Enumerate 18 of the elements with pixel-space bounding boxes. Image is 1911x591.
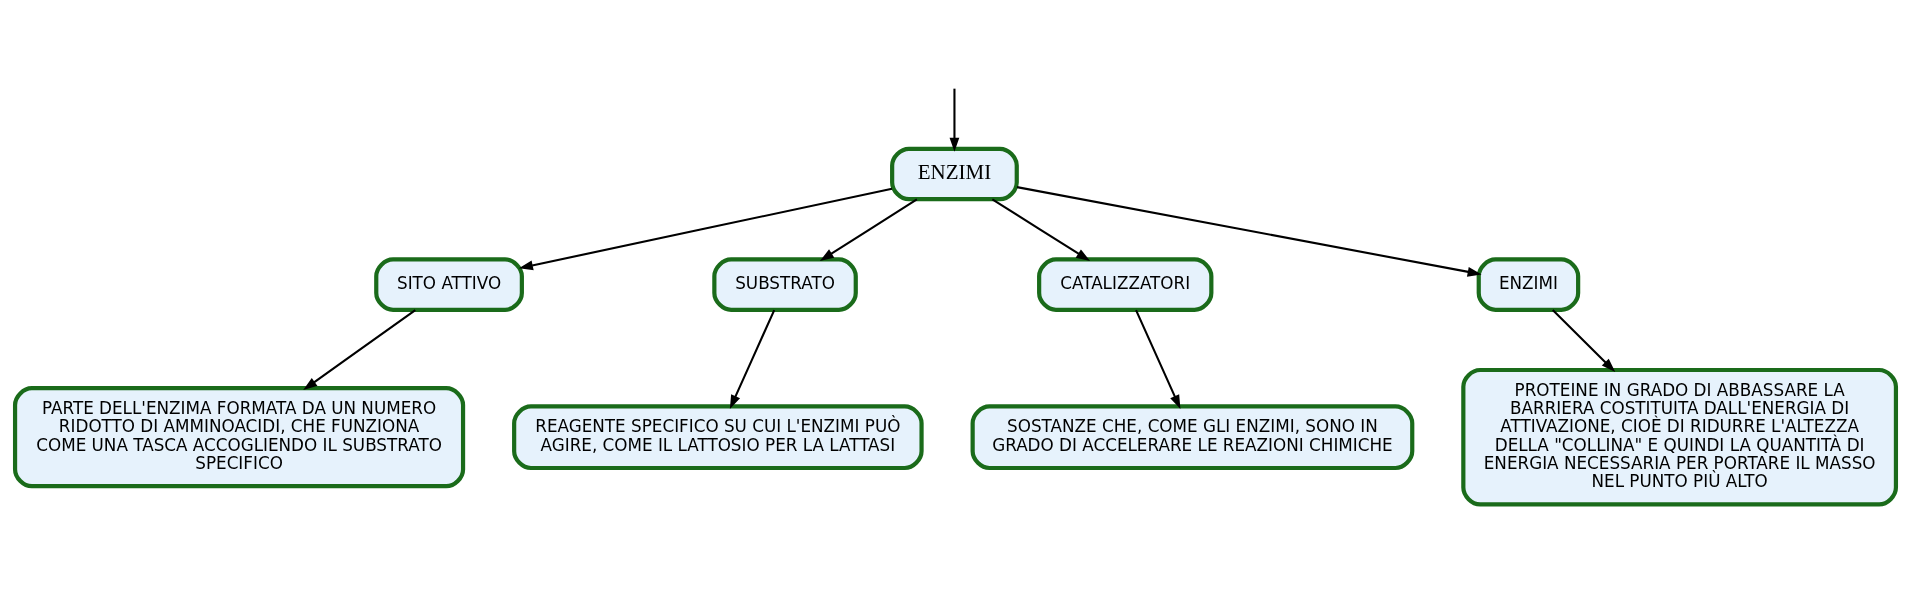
node-box: ENZIMI <box>890 146 1019 201</box>
node-box: ENZIMI <box>1476 256 1581 312</box>
arrow <box>819 197 918 261</box>
arrow <box>991 197 1091 261</box>
node-box: PARTE DELL'ENZIMA FORMATA DA UN NUMERO RIDOTTO DI AMMINOACIDI, CHE FUNZIONA COME UNA TASCA ACCOGLIENDO IL SUBSTRATO SPECIFICO <box>12 385 466 488</box>
arrow <box>949 88 960 152</box>
node-box: SUBSTRATO <box>712 256 858 312</box>
node-box: PROTEINE IN GRADO DI ABBASSARE LA BARRIERA COSTITUITA DALL'ENERGIA DI ATTIVAZIONE, CIOÈ DI RIDURRE L'ALTEZZA DELLA "COLLINA" E QUINDI LA QUANTITÀ DI ENERGIA NECESSARIA PER PORTARE IL MASSO NEL PUNTO PIÙ ALTO <box>1461 367 1899 506</box>
node-box: CATALIZZATORI <box>1037 256 1214 312</box>
node-box: SOSTANZE CHE, COME GLI ENZIMI, SONO IN GRADO DI ACCELERARE LE REAZIONI CHIMICHE <box>970 403 1415 470</box>
node-box: REAGENTE SPECIFICO SU CUI L'ENZIMI PUÒ AGIRE, COME IL LATTOSIO PER LA LATTASI <box>512 403 924 470</box>
arrow <box>1016 185 1482 277</box>
arrow <box>729 309 776 409</box>
arrow <box>518 187 893 270</box>
node-box: SITO ATTIVO <box>374 256 524 312</box>
arrow <box>1135 309 1181 409</box>
arrow <box>303 308 416 390</box>
arrow <box>1552 308 1616 372</box>
